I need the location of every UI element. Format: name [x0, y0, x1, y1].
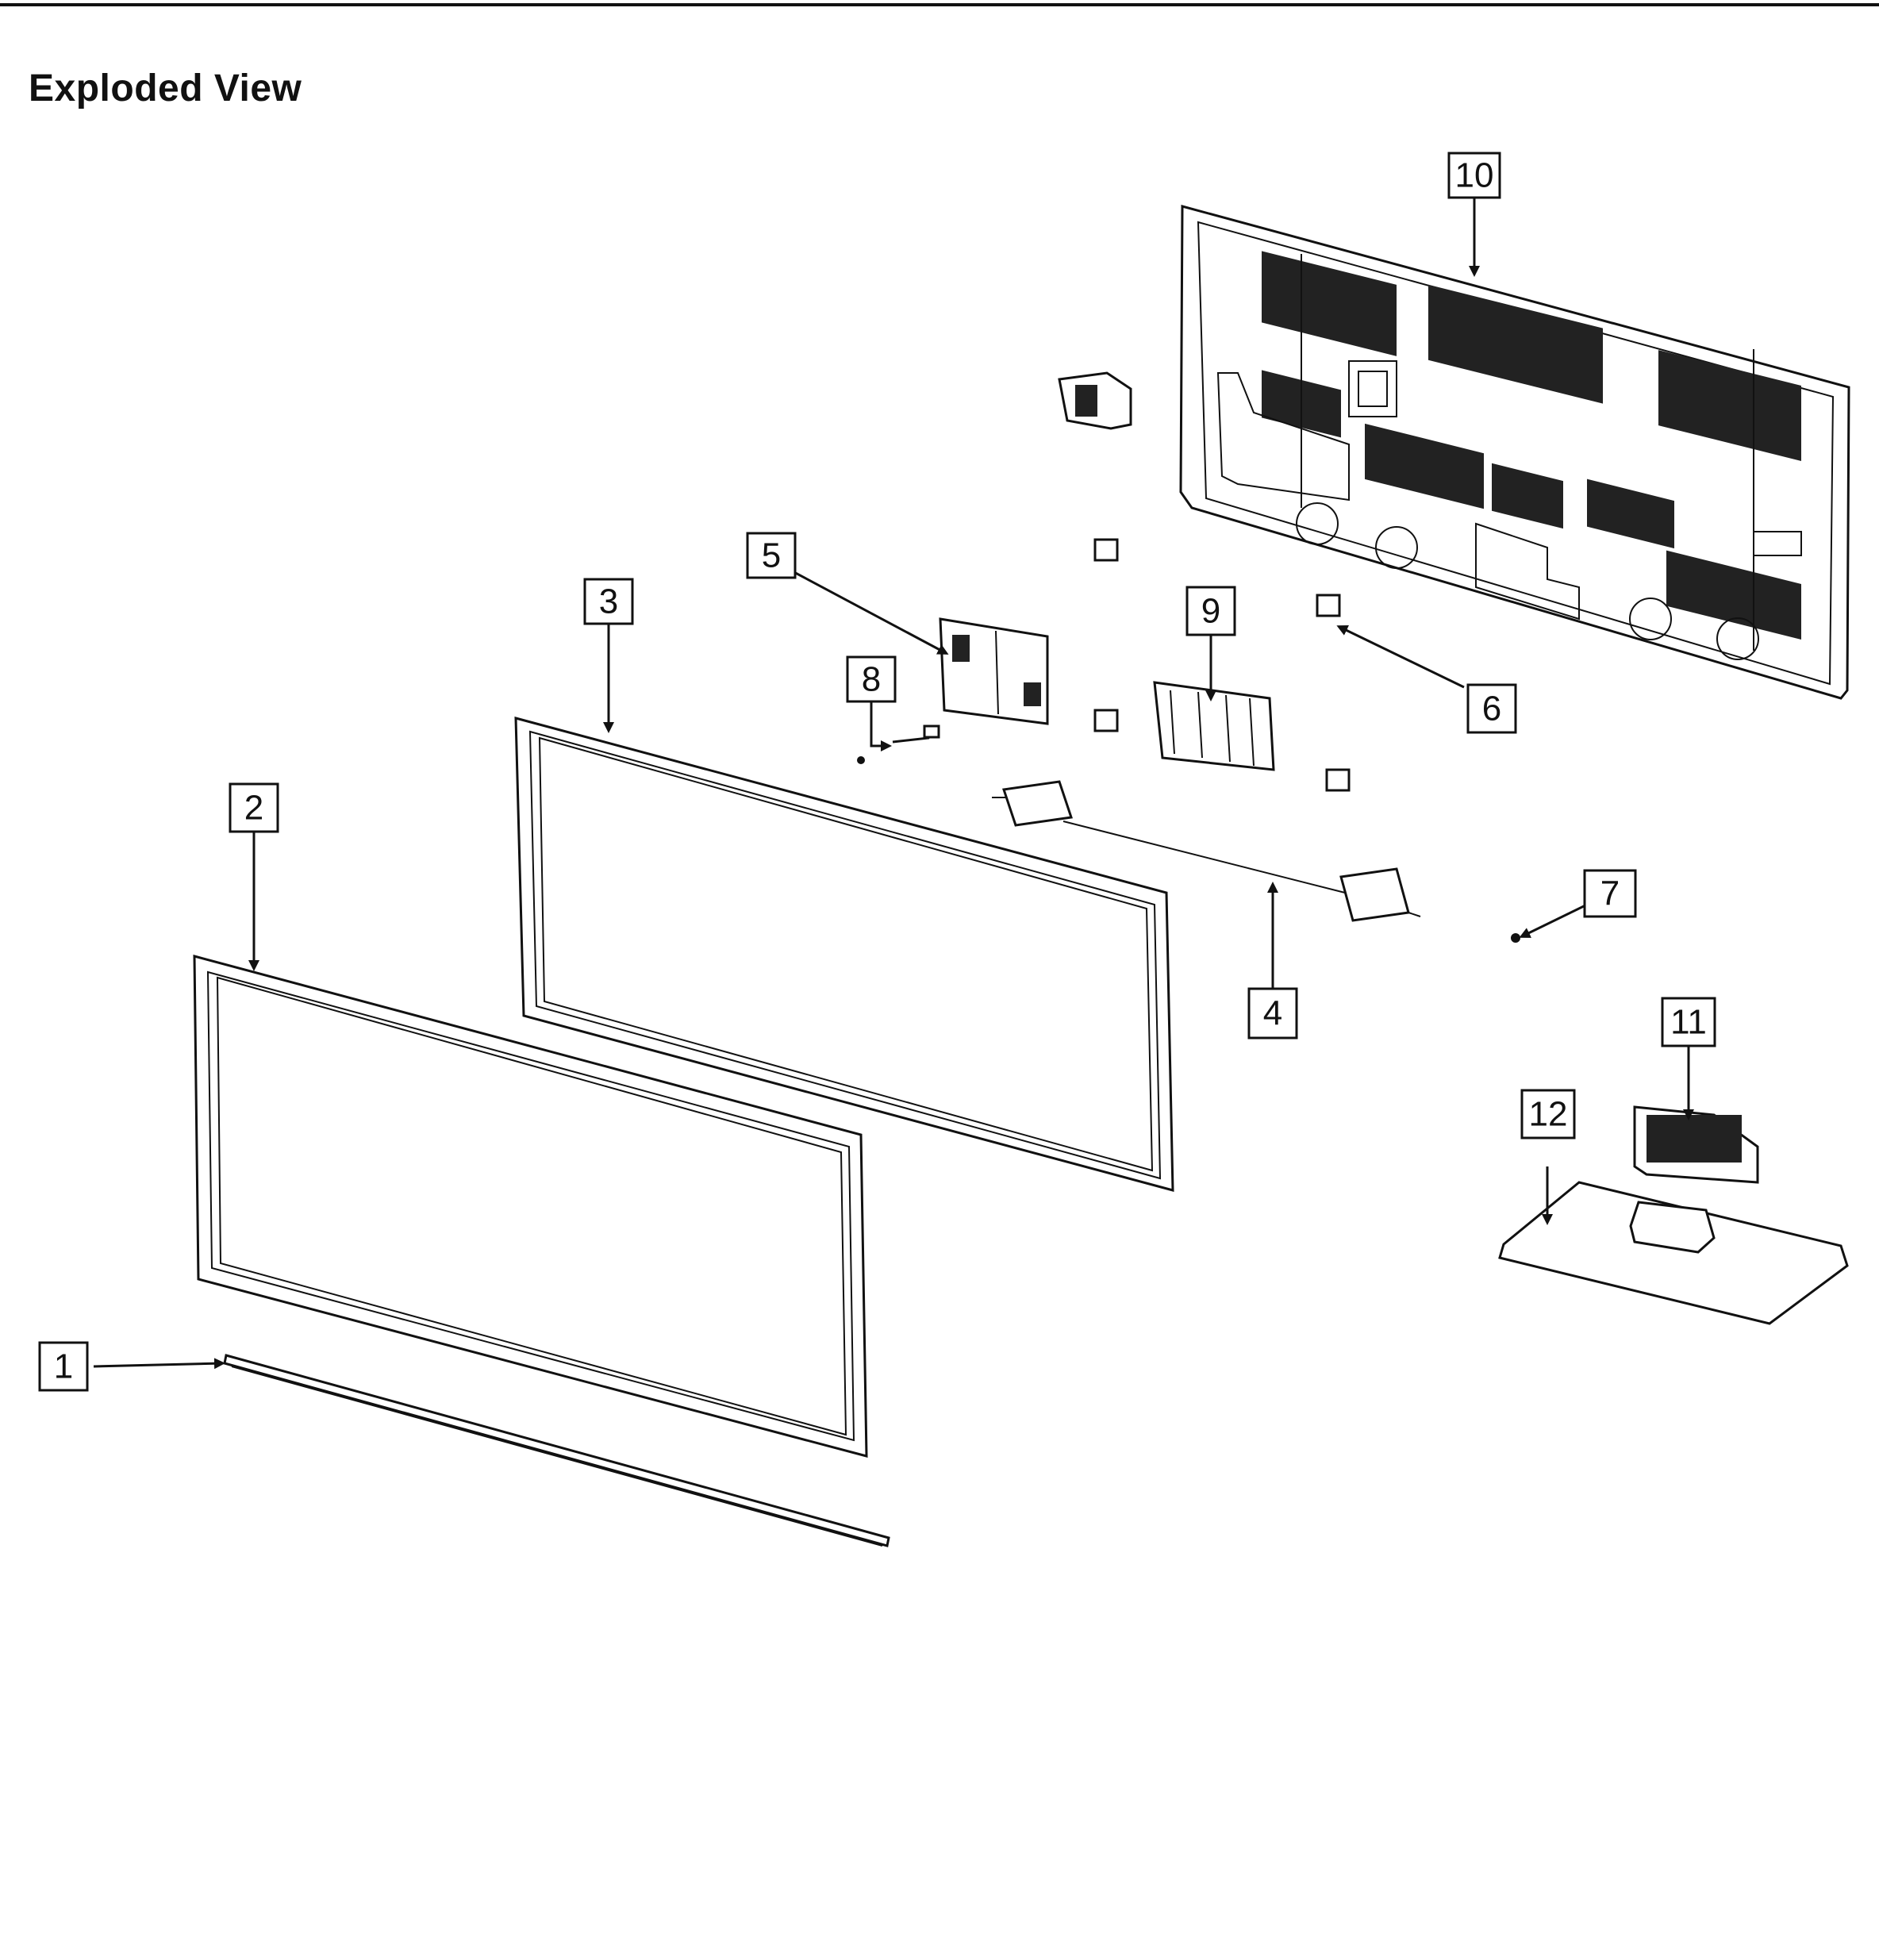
callout-5-label: 5	[762, 536, 781, 575]
callout-2-label: 2	[244, 789, 263, 828]
callout-7-label: 7	[1600, 874, 1620, 913]
callout-11: 11	[1661, 997, 1716, 1047]
speaker-parts	[992, 780, 1421, 922]
callout-10-label: 10	[1455, 156, 1494, 195]
screw-part	[1511, 933, 1520, 943]
callout-4-label: 4	[1263, 994, 1282, 1033]
rear-cover-part	[1179, 205, 1850, 700]
callout-1-label: 1	[54, 1347, 73, 1386]
callout-3: 3	[583, 578, 634, 625]
callout-5: 5	[746, 532, 797, 579]
callout-6-label: 6	[1482, 690, 1501, 728]
bracket-part	[1153, 681, 1275, 771]
callout-12: 12	[1520, 1089, 1576, 1139]
stand-neck-part	[1633, 1105, 1759, 1184]
callout-9: 9	[1185, 586, 1236, 636]
stand-base-part	[1498, 1181, 1849, 1325]
callout-11-label: 11	[1670, 1003, 1707, 1042]
callout-7: 7	[1583, 869, 1637, 918]
callout-8-label: 8	[862, 660, 881, 699]
side-bracket-part	[1058, 371, 1132, 430]
callout-3-label: 3	[599, 582, 618, 621]
clip-parts	[1093, 538, 1351, 792]
callout-8: 8	[846, 655, 897, 703]
board-part	[939, 617, 1049, 725]
callout-2: 2	[229, 782, 279, 833]
top-rule	[0, 3, 1879, 6]
panel-part	[514, 717, 1174, 1192]
leader-lines	[93, 196, 1694, 1370]
front-bezel-part	[193, 955, 868, 1458]
cable-part	[857, 724, 940, 764]
callout-4: 4	[1247, 987, 1298, 1040]
callout-10: 10	[1447, 152, 1501, 199]
callout-1: 1	[38, 1341, 89, 1392]
callout-12-label: 12	[1529, 1095, 1568, 1134]
callout-9-label: 9	[1201, 592, 1220, 631]
callout-6: 6	[1466, 683, 1517, 734]
page-title: Exploded View	[29, 67, 302, 110]
